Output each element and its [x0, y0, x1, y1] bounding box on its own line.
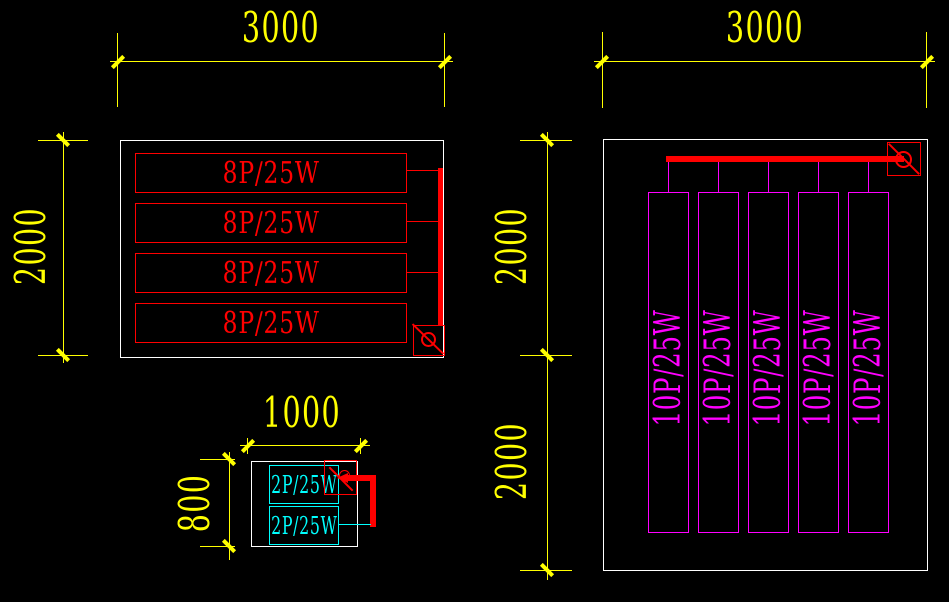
extension-line	[602, 32, 603, 108]
wiring-stub	[407, 221, 439, 222]
fixture-label: 8P/25W	[222, 305, 320, 341]
fixture-label: 10P/25W	[748, 309, 789, 427]
dimension-line	[229, 452, 230, 560]
dimension-text: 1000	[262, 388, 342, 437]
lamp-fixture	[748, 192, 789, 533]
lamp-fixture	[798, 192, 839, 533]
dimension-line	[63, 132, 64, 363]
dimension-line	[240, 445, 370, 446]
wiring-stub	[818, 162, 819, 192]
extension-line	[200, 546, 235, 547]
dimension-text: 800	[170, 473, 219, 533]
fixture-label: 8P/25W	[222, 205, 320, 241]
lamp-fixture	[648, 192, 689, 533]
lamp-fixture: 8P/25W	[135, 203, 407, 243]
dimension-text: 2000	[487, 206, 536, 286]
wiring-stub	[407, 272, 439, 273]
wiring-trunk	[370, 475, 376, 527]
fixture-label: 2P/25W	[270, 511, 338, 540]
wiring-stub	[768, 162, 769, 192]
wiring-trunk	[666, 156, 904, 162]
lamp-fixture	[848, 192, 889, 533]
dimension-tick	[353, 438, 369, 454]
dimension-text: 3000	[725, 3, 805, 52]
switch-symbol	[413, 325, 445, 356]
fixture-label: 10P/25W	[648, 309, 689, 427]
dimension-tick	[919, 54, 935, 70]
dimension-tick	[437, 54, 453, 70]
room-outline	[603, 139, 928, 571]
room-outline	[251, 461, 358, 547]
dimension-line	[110, 61, 453, 62]
wiring-stub	[668, 162, 669, 192]
lamp-fixture: 2P/25W	[269, 506, 339, 545]
extension-line	[444, 33, 445, 107]
wiring-arrow	[337, 473, 348, 483]
fixture-label: 8P/25W	[222, 155, 320, 191]
dimension-text: 2000	[487, 421, 536, 501]
extension-line	[926, 32, 927, 108]
dimension-tick	[240, 438, 256, 454]
circle-icon	[421, 332, 436, 347]
extension-line	[200, 459, 235, 460]
wiring-trunk	[438, 168, 443, 326]
fixture-label: 8P/25W	[222, 255, 320, 291]
dimension-text: 2000	[6, 206, 55, 286]
wiring-stub	[338, 524, 371, 525]
lamp-fixture: 8P/25W	[135, 153, 407, 193]
switch-symbol	[887, 142, 921, 176]
dimension-text: 3000	[241, 3, 321, 52]
dimension-tick	[110, 54, 126, 70]
wiring-stub	[718, 162, 719, 192]
extension-line	[117, 33, 118, 107]
fixture-label: 10P/25W	[848, 309, 889, 427]
lamp-fixture	[698, 192, 739, 533]
lamp-fixture: 8P/25W	[135, 303, 407, 343]
lamp-fixture: 8P/25W	[135, 253, 407, 293]
dimension-line	[594, 61, 935, 62]
circle-icon	[895, 151, 912, 168]
lamp-fixture: 2P/25W	[269, 465, 339, 504]
fixture-label: 10P/25W	[798, 309, 839, 427]
room-outline	[120, 140, 444, 358]
fixture-label: 10P/25W	[698, 309, 739, 427]
wiring-stub	[407, 170, 439, 171]
fixture-label: 2P/25W	[270, 470, 338, 499]
wiring-stub	[868, 162, 869, 192]
wiring-trunk	[347, 475, 376, 481]
